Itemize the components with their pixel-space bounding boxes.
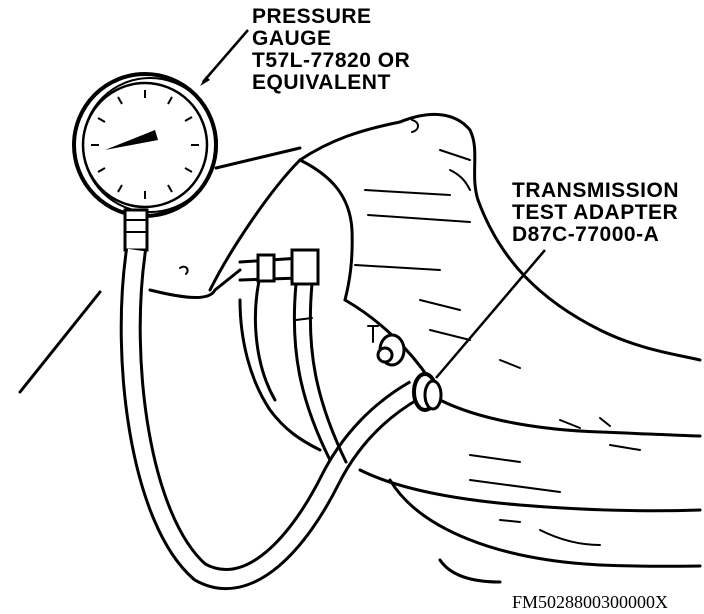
- test-adapter-callout-line: D87C-77000-A: [512, 223, 660, 246]
- pressure-gauge-callout: PRESSURE GAUGE T57L-77820 OR EQUIVALENT: [252, 6, 410, 94]
- test-adapter-callout: TRANSMISSION TEST ADAPTER D87C-77000-A: [512, 180, 679, 246]
- test-adapter-callout-line: TEST ADAPTER: [512, 201, 679, 224]
- transmission-case: [208, 112, 702, 584]
- pressure-gauge: [72, 72, 218, 252]
- gauge-fitting: [123, 208, 149, 252]
- transmission-lines: [238, 248, 348, 464]
- pressure-gauge-callout-line: EQUIVALENT: [252, 71, 391, 94]
- mounting-bracket: [18, 146, 302, 394]
- adapter-leader-line: [435, 249, 546, 379]
- test-adapter-fitting: [367, 325, 443, 412]
- gauge-needle: [105, 130, 158, 150]
- pressure-gauge-callout-line: PRESSURE: [252, 5, 372, 28]
- figure-id: FM5028800300000X: [512, 592, 669, 612]
- leader-lines: [200, 29, 546, 379]
- pressure-gauge-callout-line: T57L-77820 OR: [252, 49, 411, 72]
- test-adapter-callout-line: TRANSMISSION: [512, 179, 680, 202]
- gauge-ticks: [91, 90, 199, 199]
- pressure-gauge-callout-line: GAUGE: [252, 27, 332, 50]
- pressure-hose: [119, 248, 421, 590]
- gauge-leader-line: [202, 29, 249, 83]
